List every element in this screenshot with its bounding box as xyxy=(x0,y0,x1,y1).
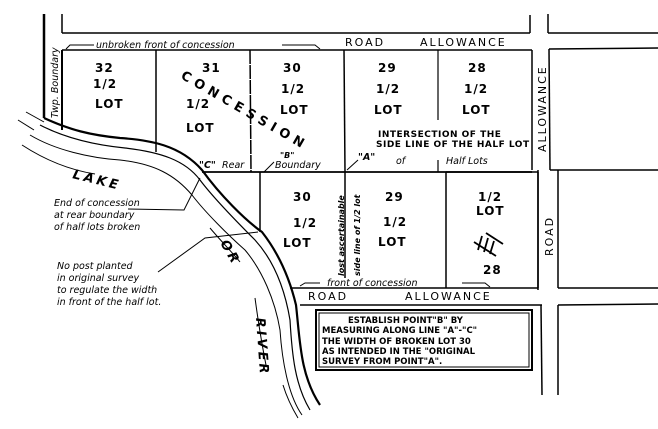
svg-text:No post planted: No post planted xyxy=(57,261,134,272)
shoreline xyxy=(17,111,321,419)
lower-lots-grid xyxy=(259,171,542,306)
twp-boundary-label: Twp. Boundary xyxy=(50,47,61,118)
upper-lot-30: 30 1/2 LOT xyxy=(280,61,309,117)
svg-text:in original survey: in original survey xyxy=(57,273,140,284)
unbroken-front-label: unbroken front of concession xyxy=(96,40,235,51)
bottom-road-label: ROAD xyxy=(308,290,348,303)
svg-text:in front of the half lot.: in front of the half lot. xyxy=(57,297,161,308)
svg-text:LOT: LOT xyxy=(283,236,312,250)
right-road-label: ROAD xyxy=(543,216,556,256)
of-label: of xyxy=(396,156,407,167)
svg-text:SIDE LINE OF THE HALF LOT: SIDE LINE OF THE HALF LOT xyxy=(376,140,530,150)
svg-text:1/2: 1/2 xyxy=(281,82,305,96)
top-allowance-label: ALLOWANCE xyxy=(420,36,507,49)
svg-text:SURVEY FROM POINT"A".: SURVEY FROM POINT"A". xyxy=(322,357,442,367)
svg-text:LOT: LOT xyxy=(476,204,505,218)
lost-ascertainable-label: lost ascertainable xyxy=(337,195,346,276)
upper-lot-32: 32 1/2 LOT xyxy=(93,61,124,111)
note-end-of-concession: End of concession at rear boundary of ha… xyxy=(54,177,201,233)
half-lots-label: Half Lots xyxy=(446,156,488,167)
lake-label: LAKE xyxy=(71,167,122,193)
svg-text:to regulate the width: to regulate the width xyxy=(57,285,157,296)
svg-text:THE WIDTH OF BROKEN LOT 30: THE WIDTH OF BROKEN LOT 30 xyxy=(322,337,471,347)
svg-text:1/2: 1/2 xyxy=(478,190,502,204)
bottom-allowance-label: ALLOWANCE xyxy=(405,290,492,303)
svg-text:AS INTENDED IN THE "ORIGINAL: AS INTENDED IN THE "ORIGINAL xyxy=(322,347,476,357)
lot-mark-iii xyxy=(473,232,504,257)
svg-text:ESTABLISH POINT"B" BY: ESTABLISH POINT"B" BY xyxy=(348,316,464,326)
svg-text:End of concession: End of concession xyxy=(54,198,140,209)
svg-text:LOT: LOT xyxy=(280,103,309,117)
note-no-post: No post planted in original survey to re… xyxy=(57,231,259,308)
svg-text:LOT: LOT xyxy=(95,97,124,111)
svg-text:MEASURING ALONG LINE "A"-"C": MEASURING ALONG LINE "A"-"C" xyxy=(322,326,477,336)
lower-lot-28: 1/2 LOT 28 xyxy=(473,190,505,277)
upper-lot-28: 28 1/2 LOT xyxy=(462,61,491,117)
point-b-label: "B" xyxy=(280,151,294,160)
svg-text:31: 31 xyxy=(202,61,221,75)
svg-text:29: 29 xyxy=(385,190,404,204)
lower-lot-29: 29 1/2 LOT xyxy=(378,190,407,249)
top-road-label: ROAD xyxy=(345,36,385,49)
rear-label: Rear xyxy=(222,160,245,171)
right-road-allowance xyxy=(537,48,658,396)
svg-text:1/2: 1/2 xyxy=(383,215,407,229)
point-a-arrow xyxy=(346,159,359,171)
point-c-label: "C" xyxy=(199,160,216,171)
right-allowance-label: ALLOWANCE xyxy=(536,65,549,152)
svg-text:32: 32 xyxy=(95,61,114,75)
svg-text:30: 30 xyxy=(283,61,302,75)
front-of-concession-label: front of concession xyxy=(327,278,418,289)
side-line-label: side line of 1/2 lot xyxy=(353,193,362,276)
or-label: OR xyxy=(217,238,244,269)
instruction-box: ESTABLISH POINT"B" BY MEASURING ALONG LI… xyxy=(315,309,533,371)
lower-lot-30: 30 1/2 LOT xyxy=(283,190,317,250)
svg-text:1/2: 1/2 xyxy=(186,97,210,111)
point-b-arrow xyxy=(263,161,275,173)
svg-text:30: 30 xyxy=(293,190,312,204)
svg-text:1/2: 1/2 xyxy=(293,216,317,230)
svg-text:at rear boundary: at rear boundary xyxy=(54,210,135,221)
svg-text:28: 28 xyxy=(483,263,502,277)
top-road-allowance xyxy=(42,14,658,118)
svg-text:of half lots broken: of half lots broken xyxy=(54,222,140,233)
intersection-note: INTERSECTION OF THE SIDE LINE OF THE HAL… xyxy=(376,130,530,150)
svg-text:1/2: 1/2 xyxy=(464,82,488,96)
upper-lot-31: 31 1/2 LOT xyxy=(186,61,221,135)
unbroken-front-arrow xyxy=(65,44,321,50)
boundary-label: Boundary xyxy=(275,160,321,171)
river-label: RIVER xyxy=(252,317,271,377)
svg-text:29: 29 xyxy=(378,61,397,75)
svg-text:LOT: LOT xyxy=(462,103,491,117)
front-concession-arrow xyxy=(299,282,491,288)
svg-text:LOT: LOT xyxy=(374,103,403,117)
svg-text:INTERSECTION OF THE: INTERSECTION OF THE xyxy=(378,130,501,140)
svg-text:28: 28 xyxy=(468,61,487,75)
svg-text:LOT: LOT xyxy=(186,121,215,135)
svg-text:1/2: 1/2 xyxy=(376,82,400,96)
svg-text:1/2: 1/2 xyxy=(93,77,117,91)
upper-lot-29: 29 1/2 LOT xyxy=(374,61,403,117)
svg-text:LOT: LOT xyxy=(378,235,407,249)
point-a-label: "A" xyxy=(358,152,375,163)
